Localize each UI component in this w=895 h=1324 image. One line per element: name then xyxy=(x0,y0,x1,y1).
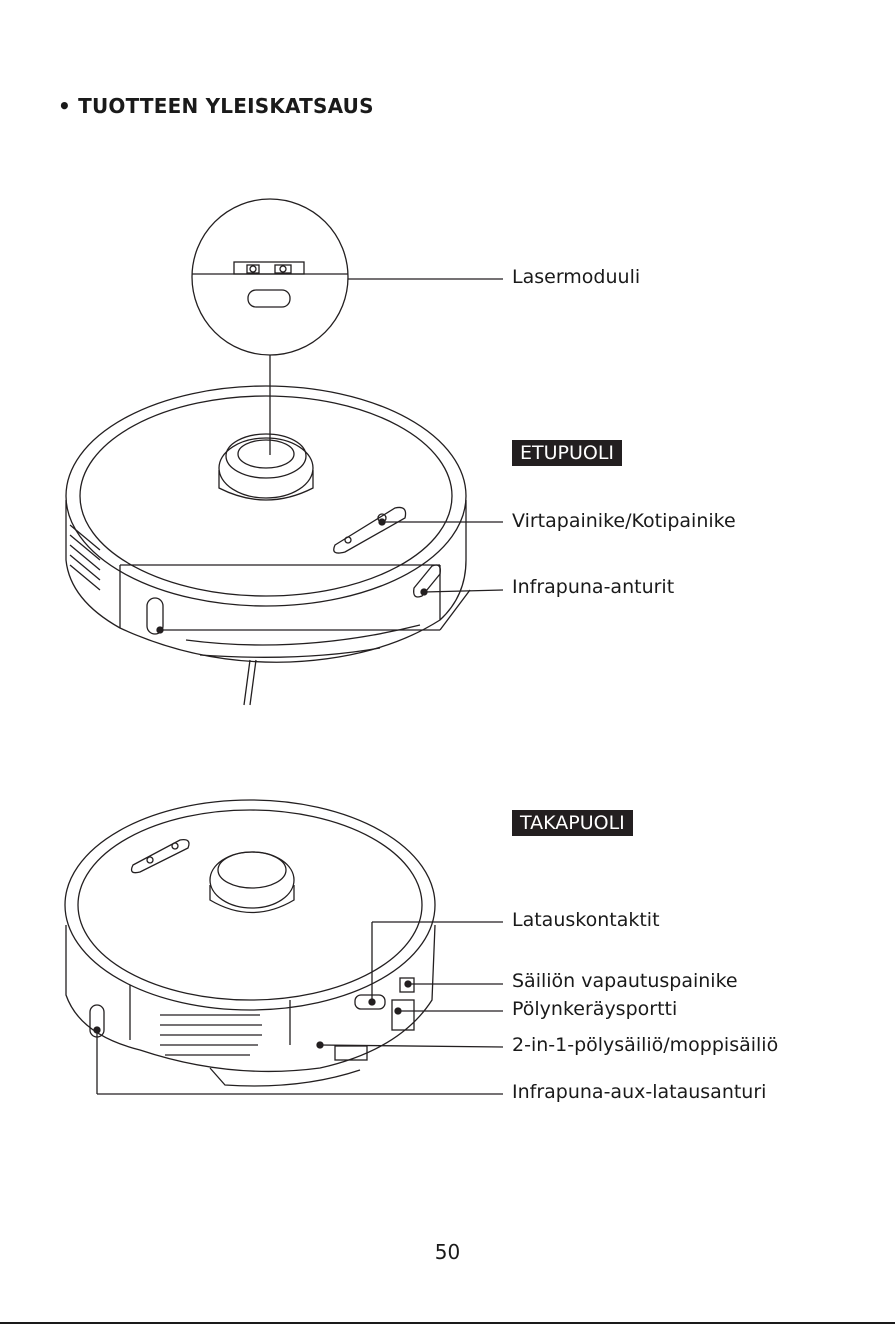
label-dust-mop-bin: 2-in-1-pölysäiliö/moppisäiliö xyxy=(512,1034,778,1056)
label-power-home-button: Virtapainike/Kotipainike xyxy=(512,510,736,532)
label-charging-contacts: Latauskontaktit xyxy=(512,909,660,931)
label-dust-collection-port: Pölynkeräysportti xyxy=(512,998,677,1020)
label-laser-module: Lasermoduuli xyxy=(512,266,640,288)
front-side-tag: ETUPUOLI xyxy=(512,440,622,466)
label-bin-release-button: Säiliön vapautuspainike xyxy=(512,970,738,992)
label-infrared-sensors: Infrapuna-anturit xyxy=(512,576,674,598)
back-side-tag: TAKAPUOLI xyxy=(512,810,633,836)
label-infrared-aux-sensor: Infrapuna-aux-latausanturi xyxy=(512,1081,766,1103)
page-number: 50 xyxy=(0,1240,895,1264)
